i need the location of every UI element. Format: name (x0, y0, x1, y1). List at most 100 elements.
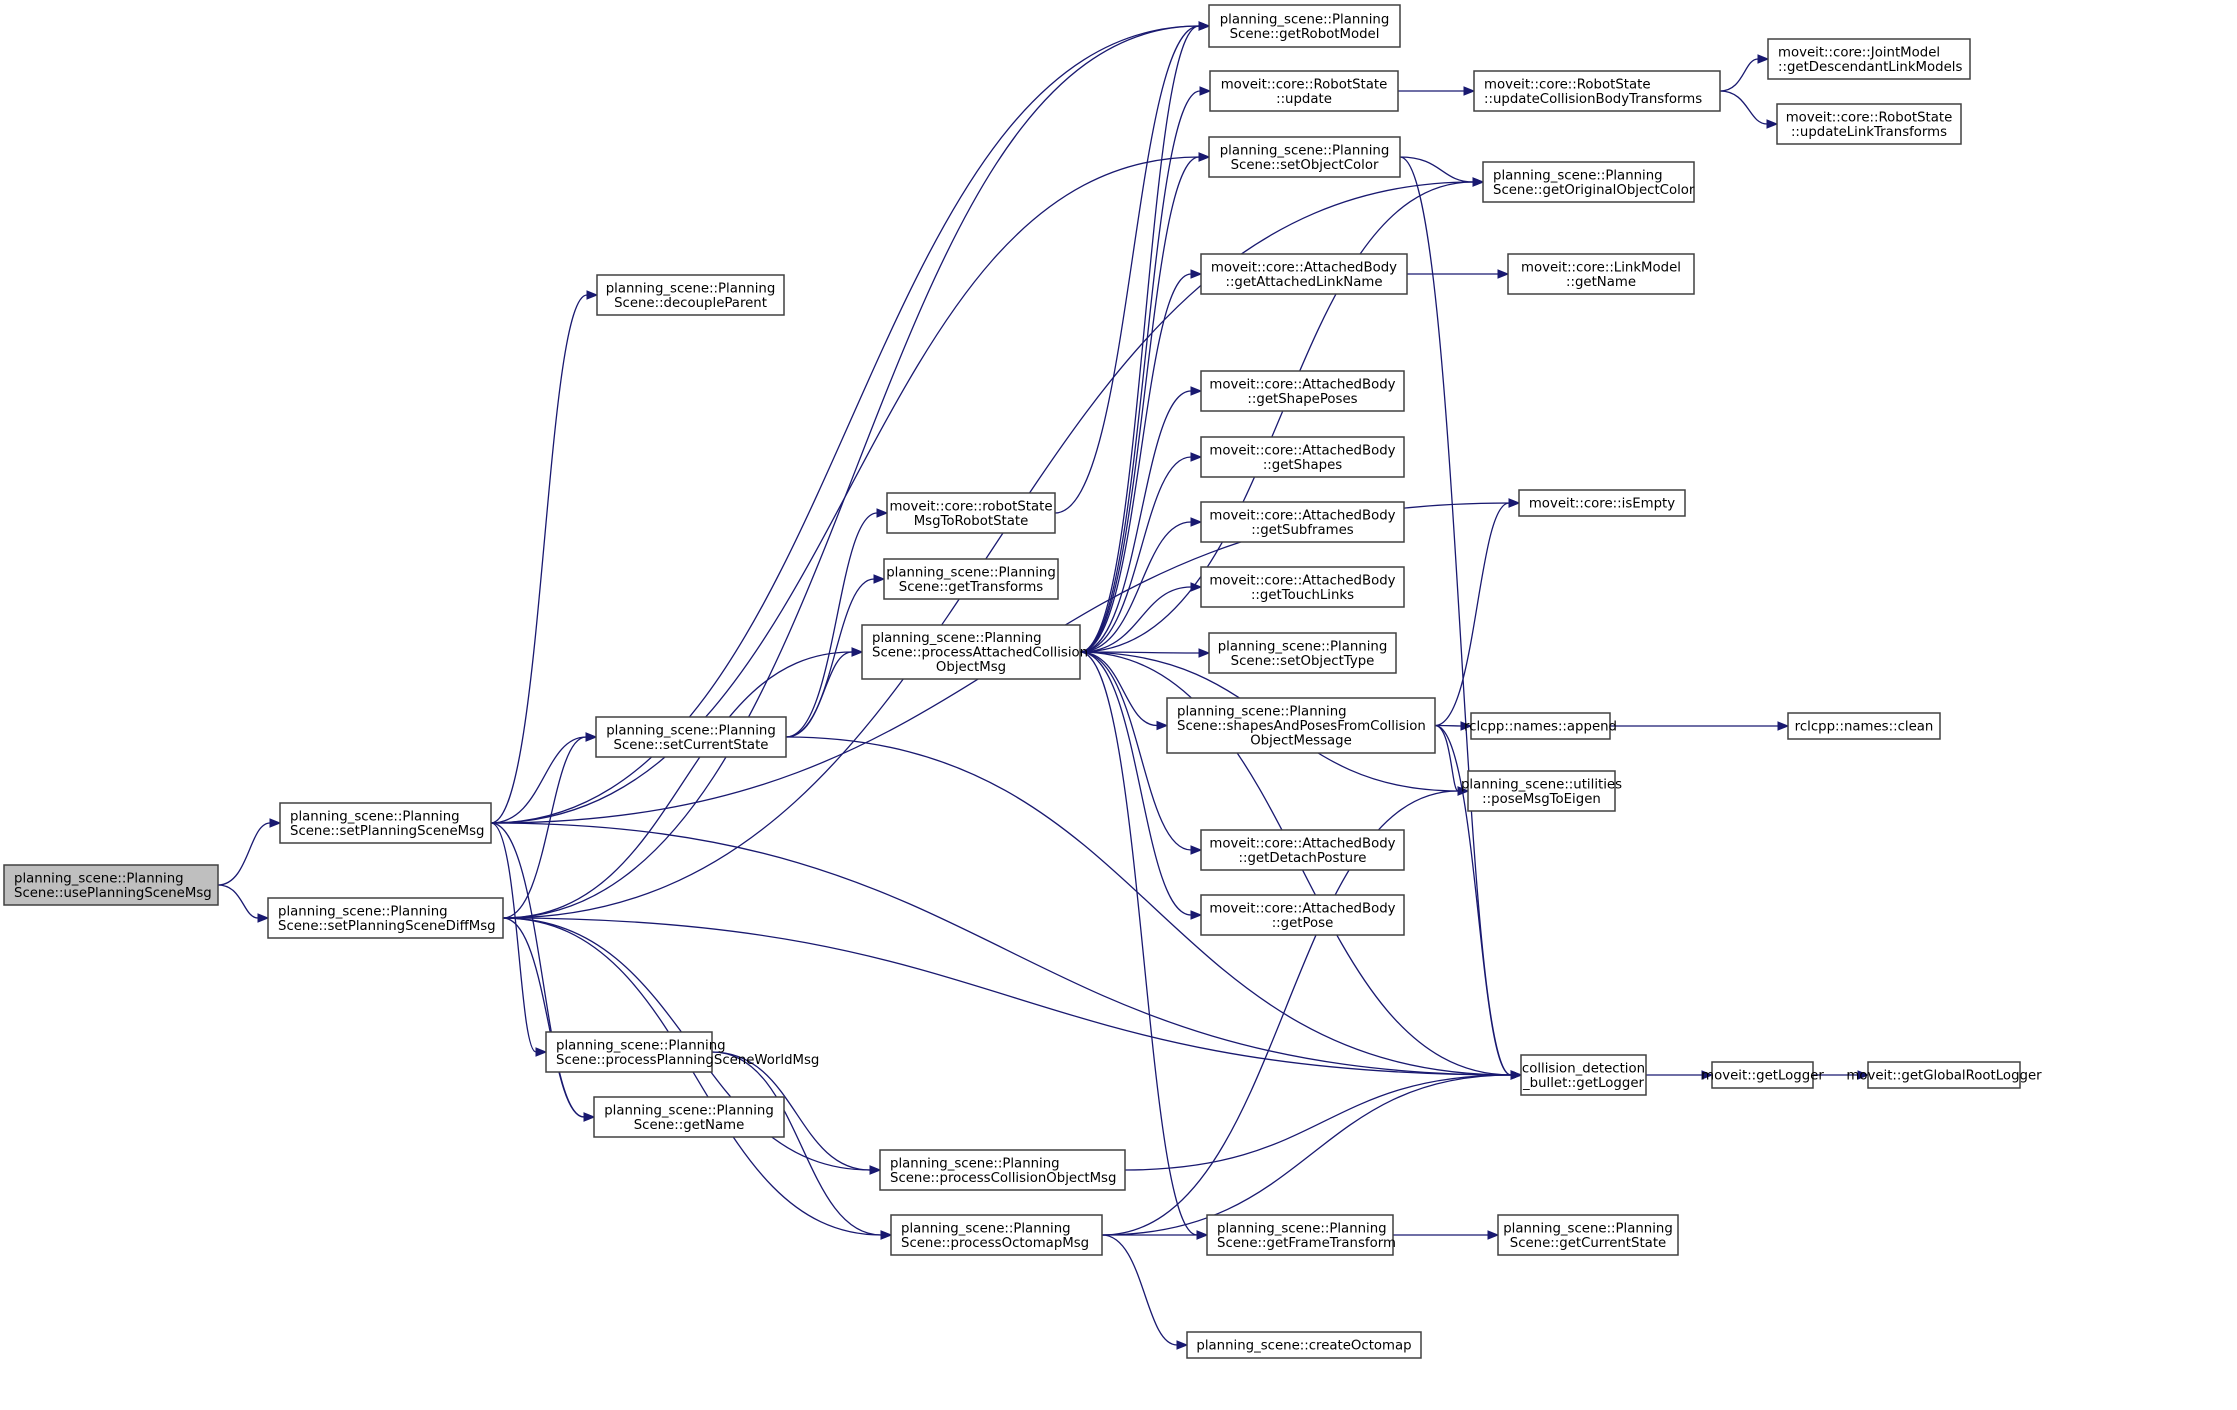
arrowhead-icon (1198, 648, 1211, 658)
node-box[interactable] (1470, 712, 1611, 740)
node-box[interactable] (1507, 253, 1695, 295)
edge-line (1719, 58, 1759, 92)
node-box[interactable] (1166, 697, 1436, 754)
node-box[interactable] (1208, 4, 1401, 48)
node-pose-msg-to-eigen[interactable]: planning_scene::utilities::poseMsgToEige… (1461, 770, 1622, 812)
node-box[interactable] (1208, 136, 1401, 178)
node-set-planning-scene-msg[interactable]: planning_scene::PlanningScene::setPlanni… (279, 802, 492, 844)
node-get-attached-link-name[interactable]: moveit::core::AttachedBody::getAttachedL… (1200, 253, 1408, 295)
node-get-subframes[interactable]: moveit::core::AttachedBody::getSubframes (1200, 501, 1405, 543)
edge-process-attached-collision-object-msg-to-get-shape-poses (1079, 386, 1203, 653)
node-box[interactable] (1518, 489, 1686, 517)
node-set-object-type[interactable]: planning_scene::PlanningScene::setObject… (1208, 632, 1397, 674)
node-box[interactable] (593, 1096, 785, 1138)
arrowhead-icon (1198, 152, 1211, 162)
node-label-line: planning_scene::Planning (1218, 639, 1388, 654)
node-process-collision-object-msg[interactable]: planning_scene::PlanningScene::processCo… (879, 1149, 1126, 1191)
node-box[interactable] (890, 1214, 1103, 1256)
node-get-name[interactable]: planning_scene::PlanningScene::getName (593, 1096, 785, 1138)
node-label-line: planning_scene::Planning (290, 809, 460, 824)
node-box[interactable] (883, 558, 1059, 600)
node-box[interactable] (1200, 253, 1408, 295)
node-get-current-state[interactable]: planning_scene::PlanningScene::getCurren… (1497, 1214, 1679, 1256)
edges-layer (217, 21, 1870, 1350)
node-label-line: ::getShapes (1263, 458, 1342, 473)
node-box[interactable] (596, 274, 785, 316)
node-get-transforms[interactable]: planning_scene::PlanningScene::getTransf… (883, 558, 1059, 600)
node-box[interactable] (1482, 161, 1695, 203)
node-box[interactable] (1711, 1061, 1814, 1089)
edge-get-frame-transform-to-get-current-state (1392, 1230, 1500, 1240)
node-box[interactable] (1200, 894, 1405, 936)
node-box[interactable] (1206, 1214, 1394, 1256)
node-label-line: planning_scene::Planning (556, 1038, 726, 1053)
node-get-pose[interactable]: moveit::core::AttachedBody::getPose (1200, 894, 1405, 936)
node-get-touch-links[interactable]: moveit::core::AttachedBody::getTouchLink… (1200, 566, 1405, 608)
node-get-shape-poses[interactable]: moveit::core::AttachedBody::getShapePose… (1200, 370, 1405, 412)
node-box[interactable] (1473, 70, 1721, 112)
node-box[interactable] (1520, 1054, 1647, 1096)
node-update-link-transforms[interactable]: moveit::core::RobotState::updateLinkTran… (1776, 103, 1962, 145)
node-box[interactable] (1200, 436, 1405, 478)
node-link-model-get-name[interactable]: moveit::core::LinkModel::getName (1507, 253, 1695, 295)
arrowhead-icon (1472, 177, 1485, 187)
node-box[interactable] (3, 864, 219, 906)
node-create-octomap[interactable]: planning_scene::createOctomap (1186, 1331, 1422, 1359)
node-get-original-object-color[interactable]: planning_scene::PlanningScene::getOrigin… (1482, 161, 1695, 203)
node-box[interactable] (1467, 770, 1616, 812)
node-get-detach-posture[interactable]: moveit::core::AttachedBody::getDetachPos… (1200, 829, 1405, 871)
node-box[interactable] (886, 492, 1056, 534)
edge-update-collision-body-transforms-to-update-link-transforms (1719, 90, 1779, 129)
node-robot-state-update[interactable]: moveit::core::RobotState::update (1209, 70, 1399, 112)
edge-line (1101, 1074, 1512, 1236)
node-box[interactable] (1776, 103, 1962, 145)
node-box[interactable] (1200, 370, 1405, 412)
node-box[interactable] (545, 1031, 713, 1073)
node-get-descendant-link-models[interactable]: moveit::core::JointModel::getDescendantL… (1767, 38, 1971, 80)
edge-process-attached-collision-object-msg-to-robot-state-update (1079, 86, 1212, 653)
node-box[interactable] (1200, 501, 1405, 543)
edge-process-planning-scene-world-msg-to-process-collision-object-msg (711, 1051, 882, 1175)
node-box[interactable] (267, 897, 504, 939)
node-shapes-and-poses-from-collision-object-message[interactable]: planning_scene::PlanningScene::shapesAnd… (1166, 697, 1436, 754)
node-decouple-parent[interactable]: planning_scene::PlanningScene::decoupleP… (596, 274, 785, 316)
node-set-current-state[interactable]: planning_scene::PlanningScene::setCurren… (595, 716, 787, 758)
node-box[interactable] (1497, 1214, 1679, 1256)
node-box[interactable] (279, 802, 492, 844)
node-get-frame-transform[interactable]: planning_scene::PlanningScene::getFrameT… (1206, 1214, 1396, 1256)
node-get-robot-model[interactable]: planning_scene::PlanningScene::getRobotM… (1208, 4, 1401, 48)
node-names-append[interactable]: rclcpp::names::append (1464, 712, 1617, 740)
node-bullet-get-logger[interactable]: collision_detection_bullet::getLogger (1520, 1054, 1647, 1096)
node-box[interactable] (1186, 1331, 1422, 1359)
node-label-line: moveit::core::RobotState (1221, 77, 1388, 92)
node-box[interactable] (595, 716, 787, 758)
node-box[interactable] (1209, 70, 1399, 112)
node-set-object-color[interactable]: planning_scene::PlanningScene::setObject… (1208, 136, 1401, 178)
edge-line (502, 917, 1512, 1076)
node-box[interactable] (1787, 712, 1941, 740)
node-label-line: Scene::getName (634, 1118, 745, 1133)
node-box[interactable] (1767, 38, 1971, 80)
node-moveit-get-logger[interactable]: moveit::getLogger (1701, 1061, 1824, 1089)
node-box[interactable] (1200, 566, 1405, 608)
node-process-attached-collision-object-msg[interactable]: planning_scene::PlanningScene::processAt… (861, 624, 1088, 680)
node-use-planning-scene-msg[interactable]: planning_scene::PlanningScene::usePlanni… (3, 864, 219, 906)
node-set-planning-scene-diff-msg[interactable]: planning_scene::PlanningScene::setPlanni… (267, 897, 504, 939)
node-process-octomap-msg[interactable]: planning_scene::PlanningScene::processOc… (890, 1214, 1103, 1256)
node-box[interactable] (1200, 829, 1405, 871)
node-box[interactable] (879, 1149, 1126, 1191)
node-process-planning-scene-world-msg[interactable]: planning_scene::PlanningScene::processPl… (545, 1031, 819, 1073)
edge-line (490, 25, 1200, 824)
node-update-collision-body-transforms[interactable]: moveit::core::RobotState::updateCollisio… (1473, 70, 1721, 112)
node-box[interactable] (1208, 632, 1397, 674)
edge-set-planning-scene-diff-msg-to-process-attached-collision-object-msg (502, 647, 864, 919)
node-get-global-root-logger[interactable]: moveit::getGlobalRootLogger (1846, 1061, 2042, 1089)
node-get-shapes[interactable]: moveit::core::AttachedBody::getShapes (1200, 436, 1405, 478)
node-box[interactable] (861, 624, 1081, 680)
node-box[interactable] (1867, 1061, 2021, 1089)
node-is-empty[interactable]: moveit::core::isEmpty (1518, 489, 1686, 517)
arrowhead-icon (880, 1230, 893, 1240)
node-names-clean[interactable]: rclcpp::names::clean (1787, 712, 1941, 740)
